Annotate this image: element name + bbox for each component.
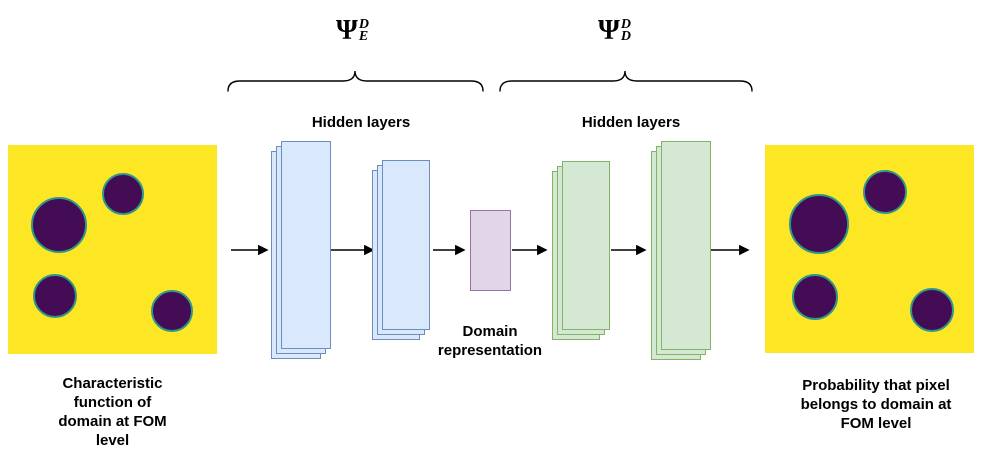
domain-circle — [910, 288, 954, 332]
decoder-psi-label: Ψ D D — [598, 17, 631, 45]
domain-circle — [789, 194, 849, 254]
psi-subscript: E — [358, 29, 369, 44]
psi-superscript: D — [620, 17, 631, 32]
output-caption: Probability that pixel belongs to domain… — [800, 377, 952, 432]
psi-symbol: Ψ — [598, 15, 620, 46]
domain-circle — [33, 274, 77, 318]
output-image — [765, 145, 974, 353]
psi-subscript: D — [620, 29, 631, 44]
latent-representation-label: Domain representation — [437, 323, 543, 359]
domain-circle — [31, 197, 87, 253]
decoder-stack-1-sheet-front — [562, 161, 610, 330]
encoder-hidden-layers-label: Hidden layers — [311, 114, 411, 131]
psi-superscript: D — [358, 17, 369, 32]
encoder-psi-label: Ψ D E — [336, 17, 369, 45]
input-caption: Characteristic function of domain at FOM… — [58, 375, 167, 449]
domain-circle — [863, 170, 907, 214]
decoder-stack-2 — [651, 141, 711, 361]
domain-circle — [102, 173, 144, 215]
input-image — [8, 145, 217, 354]
encoder-stack-1-sheet-front — [281, 141, 331, 349]
psi-symbol: Ψ — [336, 15, 358, 46]
decoder-stack-1 — [552, 161, 610, 341]
psi-scripts: D D — [620, 17, 631, 44]
psi-scripts: D E — [358, 17, 369, 44]
encoder-stack-1 — [271, 141, 331, 360]
encoder-stack-2 — [372, 160, 430, 340]
encoder-brace — [227, 70, 484, 92]
domain-circle — [792, 274, 838, 320]
latent-representation-rect — [470, 210, 511, 291]
decoder-stack-2-sheet-front — [661, 141, 711, 350]
domain-circle — [151, 290, 193, 332]
decoder-hidden-layers-label: Hidden layers — [581, 114, 681, 131]
encoder-stack-2-sheet-front — [382, 160, 430, 330]
decoder-brace — [499, 70, 753, 92]
